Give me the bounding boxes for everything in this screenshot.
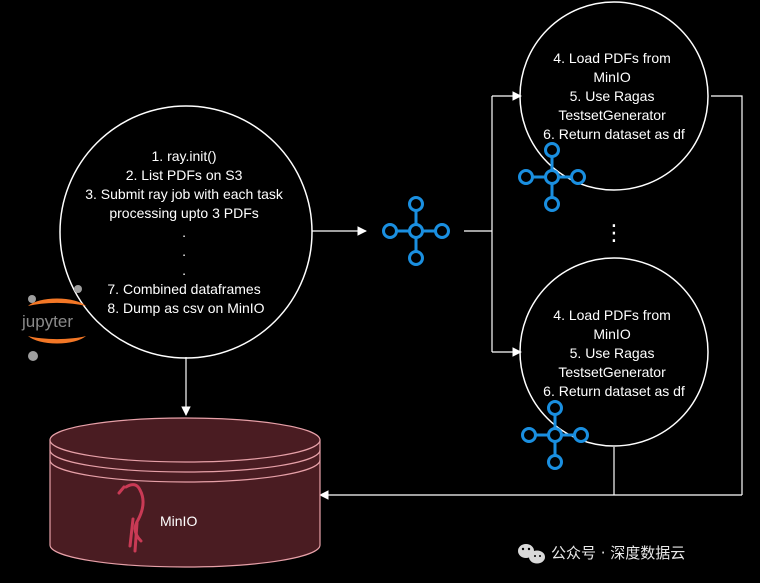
driver-line: 7. Combined dataframes <box>107 281 260 297</box>
connectors <box>181 91 743 500</box>
worker-bottom-line: 5. Use Ragas <box>570 345 655 361</box>
worker-top-text: 4. Load PDFs from MinIO 5. Use Ragas Tes… <box>543 50 685 142</box>
ray-logo-icon <box>521 400 589 470</box>
driver-line: . <box>182 243 186 259</box>
driver-line: 2. List PDFs on S3 <box>126 167 243 183</box>
worker-bottom-line: 6. Return dataset as df <box>543 383 685 399</box>
driver-line: processing upto 3 PDFs <box>109 205 258 221</box>
driver-text: 1. ray.init() 2. List PDFs on S3 3. Subm… <box>85 148 287 316</box>
worker-node-top <box>519 1 709 191</box>
storage-ring <box>49 459 321 483</box>
driver-line: 1. ray.init() <box>152 148 217 164</box>
driver-line: 3. Submit ray job with each task <box>85 186 284 202</box>
worker-ellipsis: ⋮ <box>603 221 625 246</box>
worker-top-line: TestsetGenerator <box>558 107 666 123</box>
ray-logo-icon <box>382 196 450 266</box>
minio-flamingo-icon <box>117 483 145 553</box>
jupyter-logo-text: jupyter <box>21 312 73 331</box>
watermark: 公众号 · 深度数据云 <box>518 544 685 564</box>
worker-top-line: 5. Use Ragas <box>570 88 655 104</box>
worker-bottom-line: 4. Load PDFs from <box>553 307 671 323</box>
wechat-icon <box>518 544 545 564</box>
storage-body <box>49 440 321 568</box>
worker-bottom-line: MinIO <box>593 326 630 342</box>
worker-node-bottom <box>519 257 709 447</box>
line-top-worker-return <box>711 95 743 495</box>
ray-logo-icon <box>518 142 586 212</box>
worker-top-line: MinIO <box>593 69 630 85</box>
worker-top-line: 4. Load PDFs from <box>553 50 671 66</box>
storage-top <box>49 417 321 463</box>
storage-ring <box>49 449 321 473</box>
driver-line: 8. Dump as csv on MinIO <box>107 300 264 316</box>
storage-label: MinIO <box>160 513 197 529</box>
driver-line: . <box>182 262 186 278</box>
driver-node <box>59 105 313 359</box>
worker-bottom-text: 4. Load PDFs from MinIO 5. Use Ragas Tes… <box>543 307 685 399</box>
jupyter-logo-icon: jupyter <box>21 285 86 361</box>
worker-bottom-line: TestsetGenerator <box>558 364 666 380</box>
driver-line: . <box>182 224 186 240</box>
watermark-text: 公众号 · 深度数据云 <box>551 544 685 562</box>
worker-top-line: 6. Return dataset as df <box>543 126 685 142</box>
minio-storage: MinIO <box>49 417 321 568</box>
